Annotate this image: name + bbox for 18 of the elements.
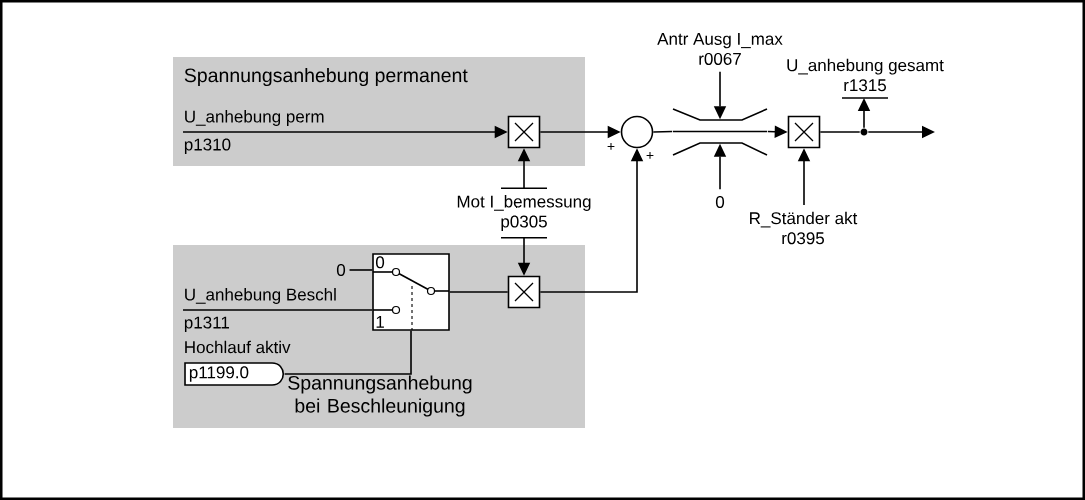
signal-label: U_anhebung Beschl p1311 — [184, 288, 336, 332]
signal-label: Hochlauf aktiv — [185, 340, 291, 354]
switch-box: 0 1 — [372, 253, 450, 331]
signal-label: 0 — [715, 195, 725, 208]
signal-label: Mot I_bemessung p0305 — [457, 187, 591, 239]
edge-label: + — [645, 151, 655, 161]
multiplier-box — [787, 115, 821, 149]
summing-circle — [620, 115, 654, 149]
edge-label: + — [606, 142, 616, 152]
signal-label: U_anhebung perm p1310 — [184, 110, 324, 154]
multiplier-box — [507, 115, 541, 149]
signal-label: Antr Ausg I_max r0067 — [657, 33, 783, 65]
signal-label: U_anhebung gesamt r1315 — [787, 58, 944, 99]
multiplier-box — [507, 275, 541, 309]
input-connector: p1199.0 — [184, 362, 285, 386]
signal-label: 0 — [336, 263, 346, 276]
limiter-symbol — [672, 108, 768, 156]
signal-label: R_Ständer akt r0395 — [750, 211, 858, 245]
